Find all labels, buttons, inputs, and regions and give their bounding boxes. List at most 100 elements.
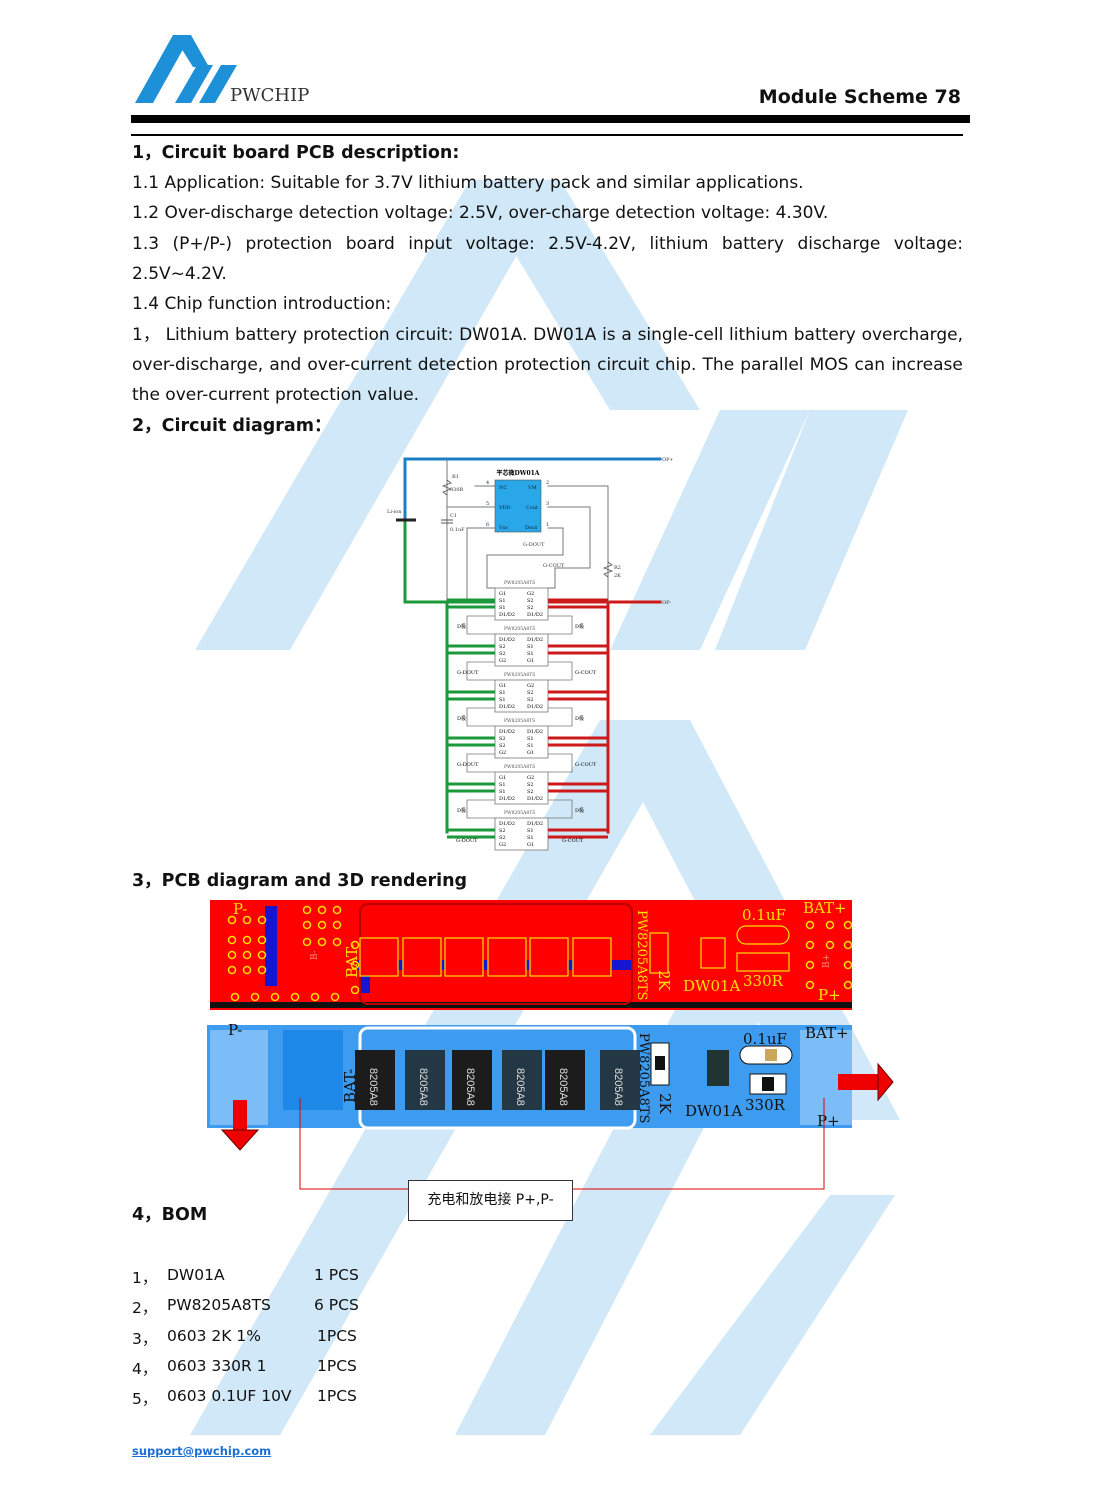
word: parallel: [740, 355, 804, 375]
word: protection: [302, 325, 390, 345]
word: a: [621, 325, 632, 345]
via: [805, 960, 815, 970]
section4-heading: 4，BOM: [132, 1205, 208, 1225]
mos-pin-label: S2: [527, 782, 534, 788]
support-email-link[interactable]: support@pwchip.com: [132, 1444, 272, 1458]
via: [317, 905, 327, 915]
mos-pin-label: G1: [527, 750, 534, 756]
pcb-label-p-minus: P-: [233, 900, 247, 918]
via: [242, 965, 252, 975]
net-label-left: D极: [457, 715, 466, 722]
via: [332, 937, 342, 947]
word: discharge: [797, 234, 881, 254]
bom-qty: 1PCS: [317, 1387, 357, 1406]
net-label-left: D极: [457, 623, 466, 630]
mos-pin-label: S1: [499, 690, 506, 696]
chip-marking: 8205A8: [557, 1068, 569, 1106]
pin-label: Cout: [526, 505, 538, 511]
word: input: [408, 234, 453, 254]
bom-qty: 1 PCS: [314, 1266, 359, 1284]
word: is: [602, 325, 616, 345]
mos-pin-label: D1/D2: [499, 796, 515, 802]
via: [227, 915, 237, 925]
mos-pin-label: S2: [499, 743, 506, 749]
capacitor-c1-icon: [441, 519, 453, 524]
word: board: [345, 234, 395, 254]
word: circuit: [597, 355, 650, 375]
mos-name: PW8205A8TS: [504, 580, 535, 586]
via: [227, 935, 237, 945]
via: [843, 980, 853, 990]
word: DW01A.: [459, 325, 528, 345]
pwchip-logo-icon: [135, 35, 237, 103]
pin-number: 1: [546, 522, 549, 528]
mosfet-pw8205a8ts: [494, 587, 549, 621]
chip-title: 平芯微DW01A: [497, 469, 540, 477]
c1-value: 0.1uF: [450, 527, 465, 533]
mos-pin-label: G2: [527, 591, 534, 597]
mosfet-pw8205a8ts: [494, 725, 549, 759]
section2-heading: 2，Circuit diagram：: [132, 416, 332, 436]
mosfet-chip-3d: [355, 1050, 395, 1110]
net-label-right: D极: [575, 715, 584, 722]
pin-number: 3: [546, 501, 549, 507]
word: battery: [793, 325, 856, 345]
word: protection: [504, 355, 592, 375]
pin-label: NC: [499, 485, 507, 491]
via: [242, 950, 252, 960]
via: [302, 920, 312, 930]
net-label-left: D极: [457, 807, 466, 814]
mosfet-chip-3d: [502, 1050, 542, 1110]
via: [310, 992, 320, 1002]
chip-marking: 8205A8: [367, 1068, 379, 1106]
mos-pin-label: D1/D2: [499, 612, 515, 618]
resistor-r2-icon: [602, 561, 614, 578]
circuit-diagram: 平芯微DW01A NC VM VDD Cout Vss Dout 4 2 5 3…: [387, 457, 674, 851]
pin-label: Dout: [525, 525, 537, 531]
text-line: 1.1 Application: Suitable for 3.7V lithi…: [132, 173, 804, 193]
via: [843, 940, 853, 950]
pcb-label-cap: 0.1uF: [742, 906, 786, 924]
mos-pin-label: G1: [499, 683, 506, 689]
bom-no: 3，: [132, 1329, 158, 1348]
word: lithium: [649, 234, 709, 254]
word: battery: [235, 325, 298, 345]
arrow-down-icon: [220, 1100, 260, 1151]
header-rule-thin: [131, 134, 963, 136]
word: chip.: [655, 355, 697, 375]
word: protection: [245, 234, 333, 254]
bom-qty: 1PCS: [317, 1356, 357, 1375]
mosfet-chip-3d: [452, 1050, 492, 1110]
mos-pin-label: S2: [527, 789, 534, 795]
net-label-left: G-DOUT: [457, 762, 479, 768]
g-dout-label: G-DOUT: [523, 542, 545, 548]
via: [290, 992, 300, 1002]
mos-name: PW8205A8TS: [504, 718, 535, 724]
mos-pin-label: S1: [499, 697, 506, 703]
bom-part: 0603 330R 1: [167, 1356, 267, 1375]
pin-number: 2: [546, 480, 549, 486]
via: [350, 940, 360, 950]
word: voltage:: [893, 234, 963, 254]
pcb-label-bat-plus: BAT+: [803, 899, 847, 917]
pcb3d-label-r1: 330R: [745, 1096, 786, 1114]
pin-number: 4: [486, 480, 489, 486]
mos-pin-label: G1: [527, 658, 534, 664]
via: [805, 980, 815, 990]
pcb3d-label-mos: PW8205A8TS: [636, 1033, 651, 1123]
via: [302, 905, 312, 915]
via: [227, 965, 237, 975]
mos-pin-label: S2: [499, 644, 506, 650]
mosfet-chip-3d: [600, 1050, 640, 1110]
mos-pin-label: D1/D2: [499, 637, 515, 643]
mos-pin-label: D1/D2: [499, 821, 515, 827]
mos-pin-label: G2: [499, 658, 506, 664]
mos-name: PW8205A8TS: [504, 626, 535, 632]
mos-pin-label: S1: [527, 828, 534, 834]
page-title: Module Scheme 78: [758, 86, 961, 108]
header-rule-thick: [131, 115, 970, 123]
word: (P+/P-): [172, 234, 233, 254]
section1-heading: 1，Circuit board PCB description:: [132, 143, 460, 163]
pcb-label-ic: DW01A: [683, 977, 741, 995]
